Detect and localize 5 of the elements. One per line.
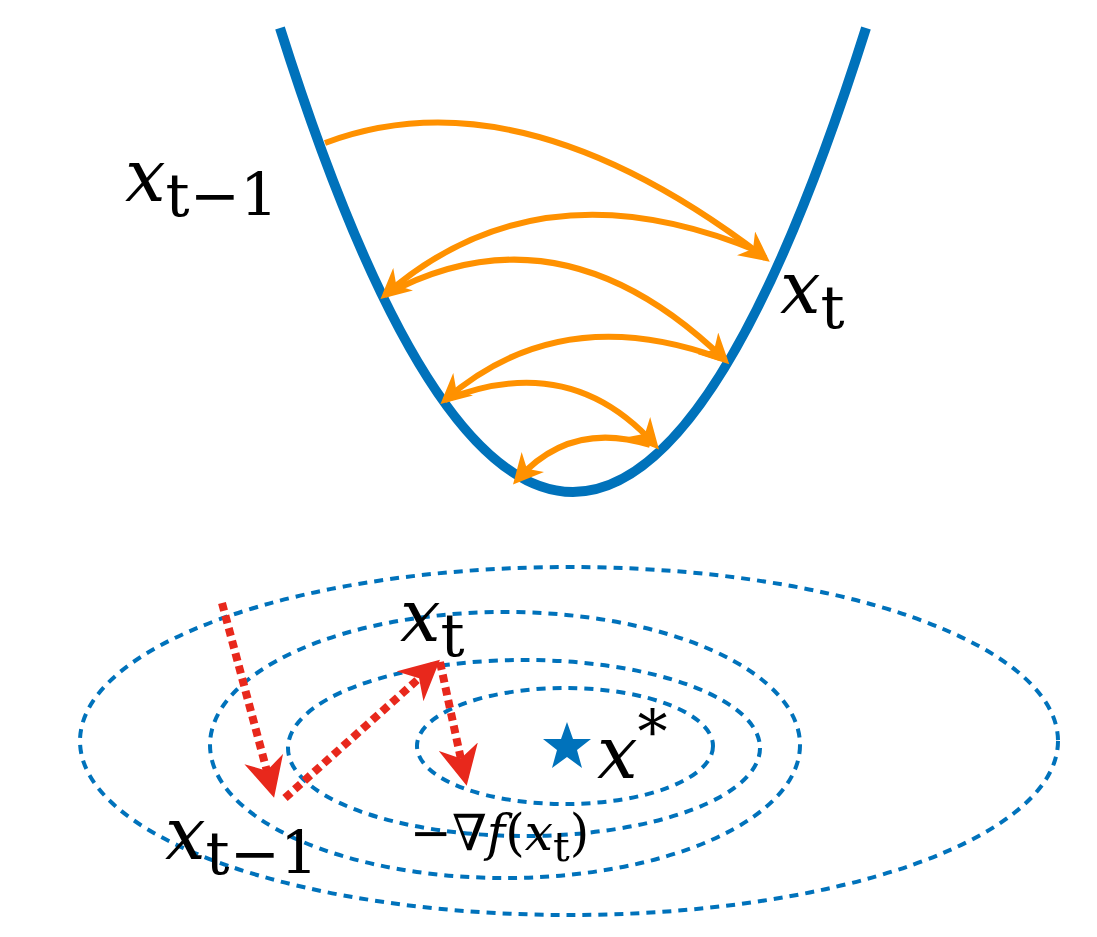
math-label: x$_{t−1}$: [125, 140, 279, 226]
math-label: x$_{t−1}$: [165, 798, 319, 884]
math-label: x$_{t}$: [780, 252, 845, 338]
math-label: x$_{t}$: [400, 580, 465, 666]
math-label: x$^{*}$: [597, 702, 668, 789]
